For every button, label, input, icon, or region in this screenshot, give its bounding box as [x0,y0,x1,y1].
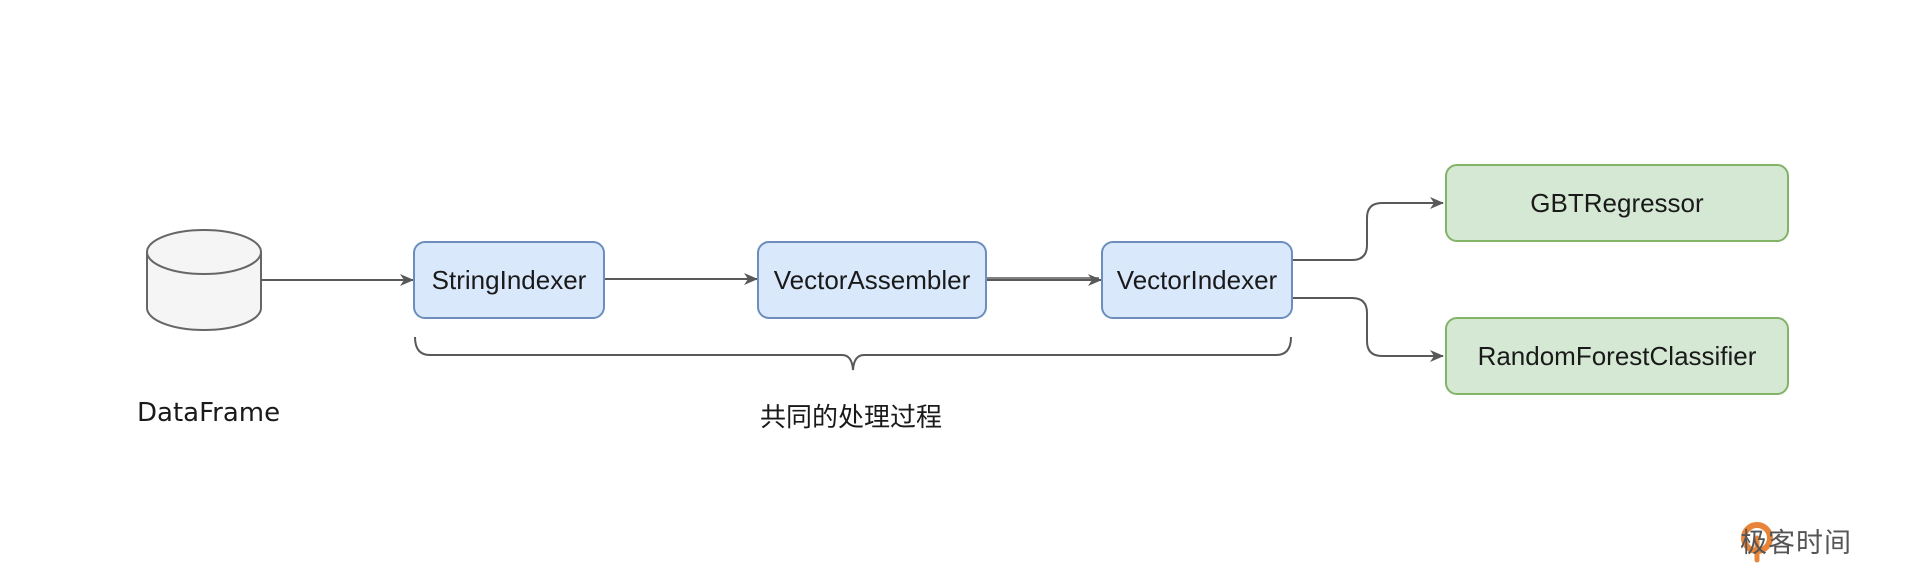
node-stringindexer-label: StringIndexer [431,264,587,295]
watermark-text: 极客时间 [1740,528,1852,559]
node-gbtregressor: GBTRegressor [1445,164,1789,242]
node-randomforestclassifier: RandomForestClassifier [1445,317,1789,395]
node-vectorindexer: VectorIndexer [1101,241,1293,319]
node-vectorindexer-label: VectorIndexer [1116,264,1278,295]
edge-vectorindexer-to-randomforest [1293,297,1444,362]
node-stringindexer: StringIndexer [413,241,605,319]
node-vectorassembler-label: VectorAssembler [773,264,971,295]
database-icon [146,229,262,331]
node-randomforestclassifier-label: RandomForestClassifier [1477,340,1757,371]
geektime-logo-icon [1741,522,1773,563]
watermark: 极客时间 [1740,521,1852,560]
brace-label: 共同的处理过程 [760,403,943,433]
node-vectorassembler: VectorAssembler [757,241,987,319]
curly-brace [414,336,1292,371]
node-gbtregressor-label: GBTRegressor [1530,187,1704,218]
dataframe-label: DataFrame [137,398,281,428]
edge-vectorindexer-to-gbtregressor [1293,197,1444,261]
